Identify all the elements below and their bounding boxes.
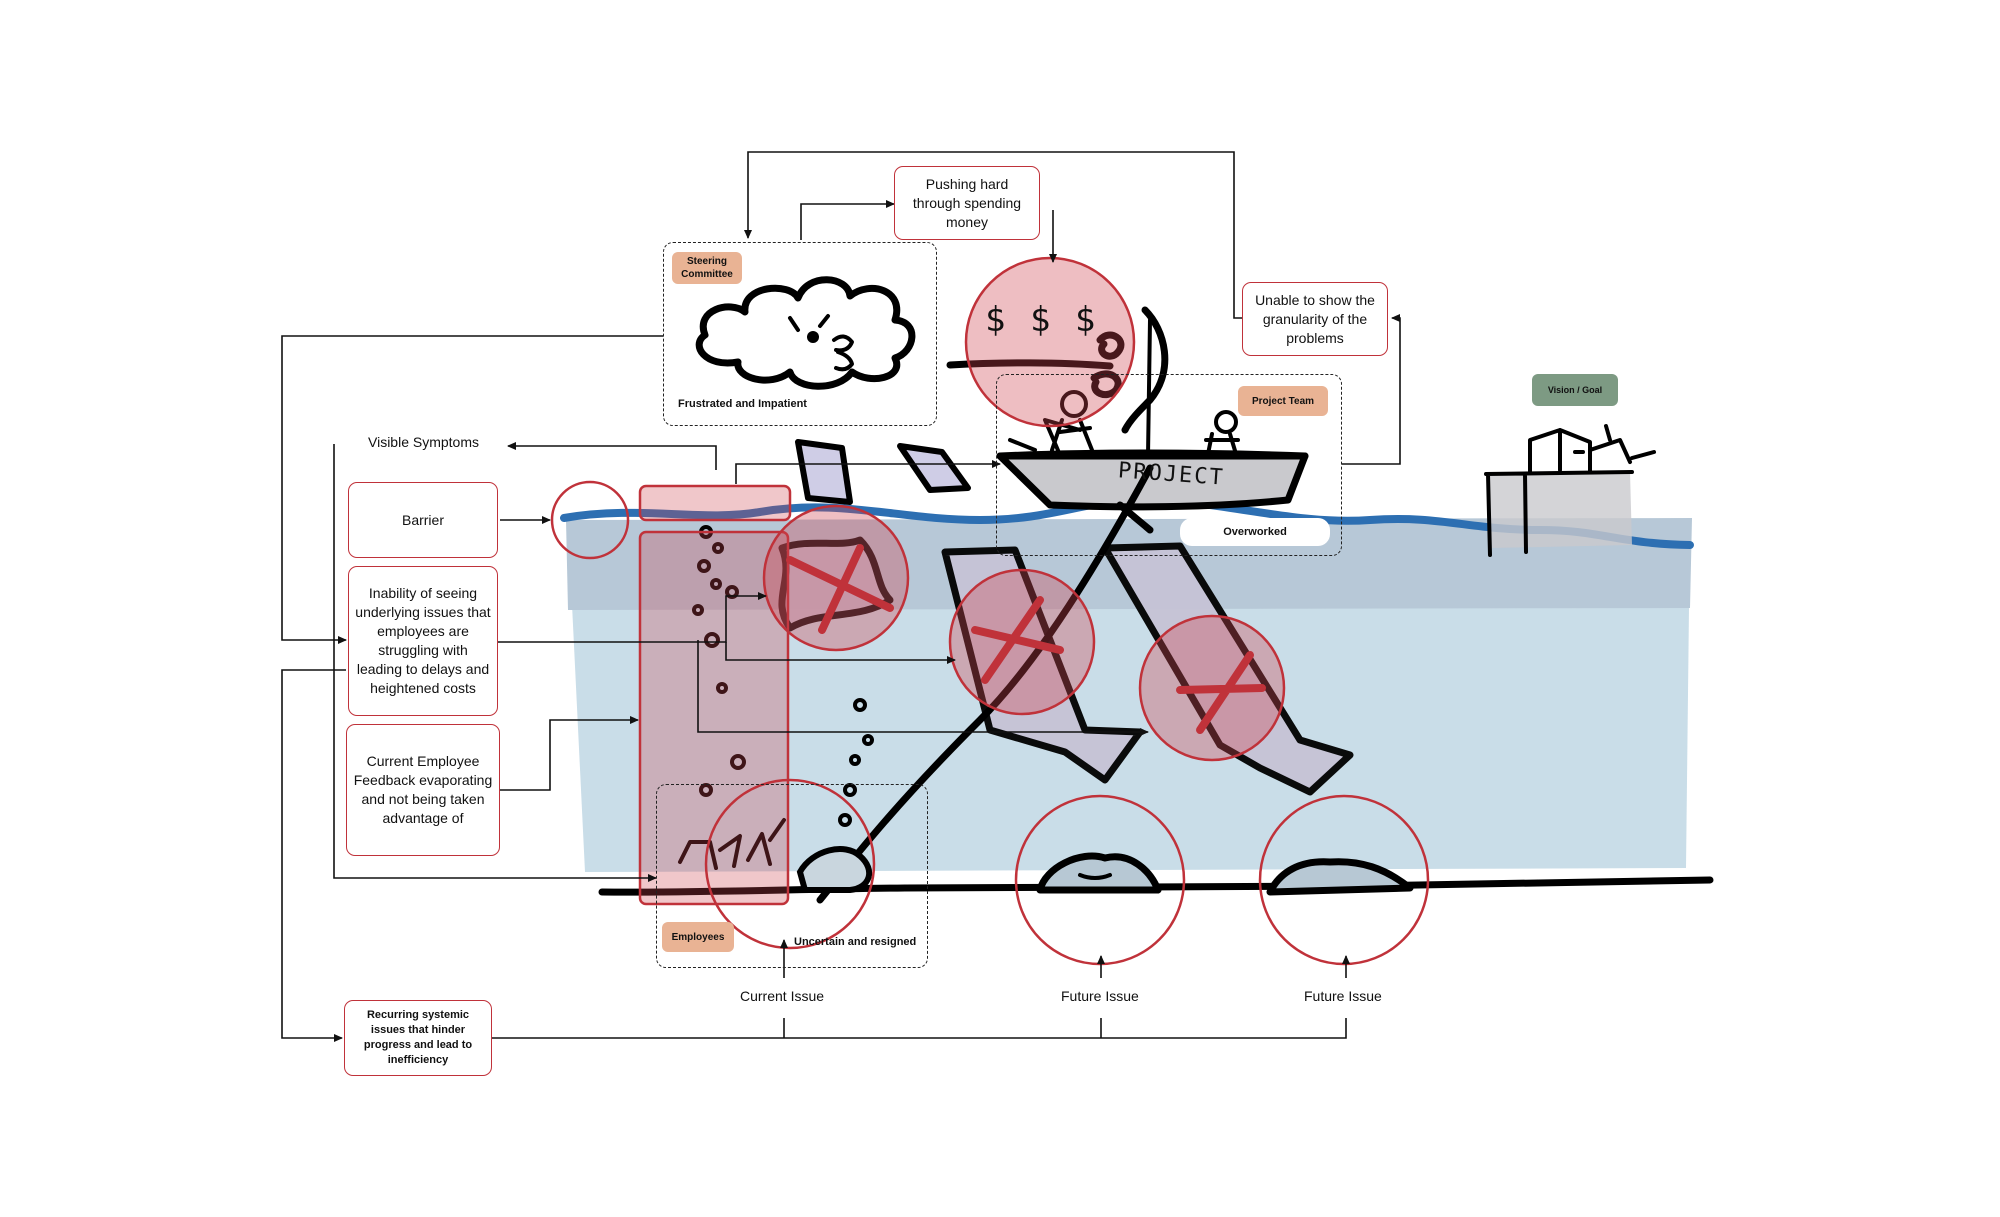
iceberg-shape [1101, 542, 1354, 796]
cross-mark-icon [1176, 651, 1266, 734]
current-issue-circle [704, 778, 876, 950]
future-issue-circle [1014, 794, 1186, 966]
rock-icon [1266, 858, 1414, 896]
rock-icon [1036, 852, 1162, 894]
pushing-hard-note: Pushing hard through spending money [894, 166, 1040, 240]
employees-tag: Employees [662, 922, 734, 952]
project-team-group [996, 374, 1342, 556]
steering-committee-group [663, 242, 937, 426]
bubbles [692, 525, 874, 827]
project-team-tag: Project Team [1238, 386, 1328, 416]
project-caption: Overworked [1180, 518, 1330, 546]
paper-fragment [795, 439, 853, 505]
future-issue-label: Future Issue [1304, 988, 1382, 1004]
granularity-note: Unable to show the granularity of the pr… [1242, 282, 1388, 356]
future-issue-circle [1258, 794, 1430, 966]
steering-committee-tag: Steering Committee [672, 252, 742, 284]
vision-goal-tag: Vision / Goal [1532, 374, 1618, 406]
recurring-issues-note: Recurring systemic issues that hinder pr… [344, 1000, 492, 1076]
cross-mark-icon [971, 596, 1064, 684]
cross-mark-icon [786, 544, 894, 634]
current-issue-label: Current Issue [740, 988, 825, 1004]
inability-note: Inability of seeing underlying issues th… [348, 566, 498, 716]
keel-line [1116, 501, 1154, 534]
money-symbols: $ $ $ [985, 300, 1098, 340]
future-issue-label: Future Issue [1061, 988, 1139, 1004]
employees-caption: Uncertain and resigned [794, 936, 917, 948]
cloud-face-icon [695, 276, 916, 390]
island-house-icon [1484, 424, 1656, 557]
hidden-issues-column [638, 530, 790, 906]
feedback-note: Current Employee Feedback evaporating an… [346, 724, 500, 856]
rock-icon [1078, 873, 1112, 880]
steering-caption: Frustrated and Impatient [678, 398, 807, 410]
barrier-note: Barrier [348, 482, 498, 558]
employees-group [656, 784, 928, 968]
paper-fragment [897, 443, 971, 493]
keel-line [816, 464, 1154, 904]
barrier-circle [550, 480, 630, 560]
visible-symptoms-label: Visible Symptoms [368, 434, 480, 450]
employees-sketch [678, 818, 873, 893]
iceberg-shape [941, 546, 1144, 784]
connector-lines [281, 151, 1401, 1042]
boat-icon [996, 318, 1309, 511]
barrier-highlight [638, 484, 792, 522]
